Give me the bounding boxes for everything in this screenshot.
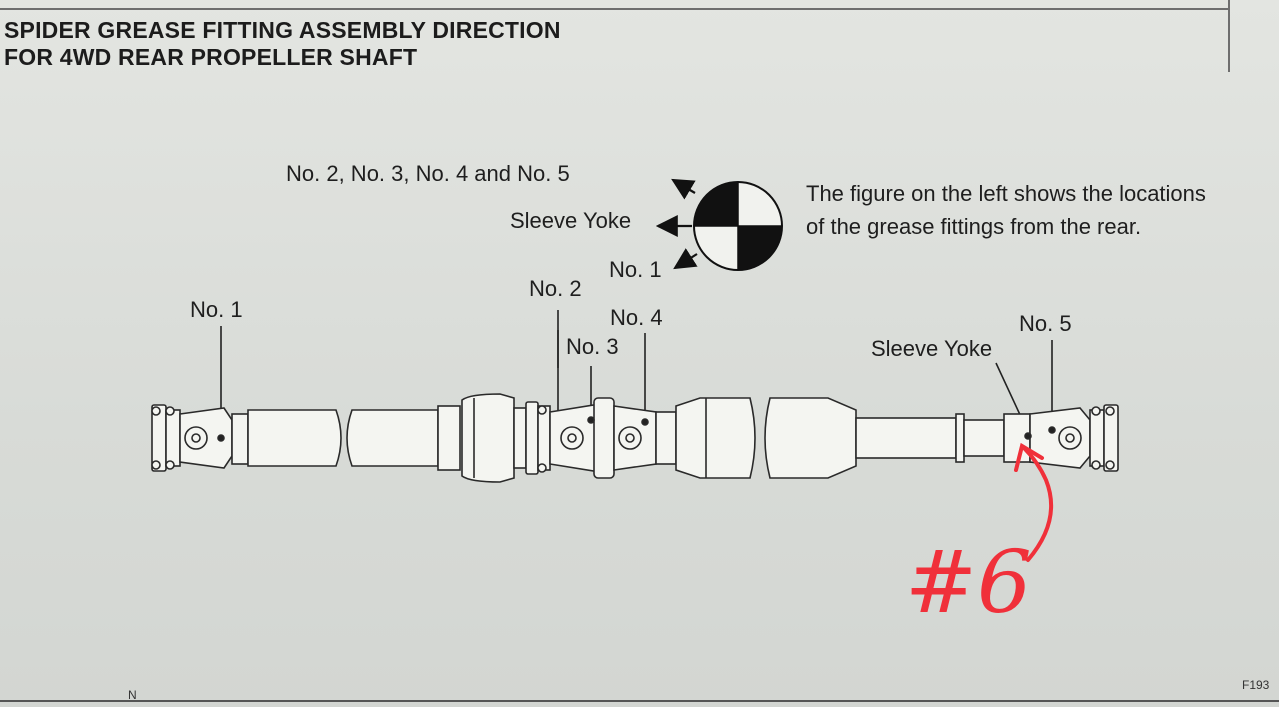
legend-no1-label: No. 1 [609,257,662,282]
frame-right-border [1228,0,1230,72]
propeller-shaft [151,393,1119,483]
title-line-2: FOR 4WD REAR PROPELLER SHAFT [4,44,418,70]
callout-no1: No. 1 [190,297,243,322]
frame-top-border [0,0,1230,10]
figure-code: F193 [1242,678,1270,692]
frame-bottom-border [0,700,1279,702]
callout-no3: No. 3 [566,334,619,359]
legend-sleeve-label: Sleeve Yoke [510,208,632,233]
note-line-2: of the grease fittings from the rear. [806,214,1142,239]
red-annotation-arrow [1014,442,1054,562]
callout-no4: No. 4 [610,305,663,330]
legend-arrows [655,178,698,270]
legend-top-label: No. 2, No. 3, No. 4 and No. 5 [286,161,570,186]
footer-left-mark: N [128,688,137,702]
callout-no5: No. 5 [1019,311,1072,336]
callout-sleeve-yoke: Sleeve Yoke [871,336,993,361]
orientation-legend-circle [693,181,783,271]
title-line-1: SPIDER GREASE FITTING ASSEMBLY DIRECTION [4,17,561,43]
red-annotation-text: #6 [905,533,1032,633]
callout-no2: No. 2 [529,276,582,301]
note-line-1: The figure on the left shows the locatio… [806,181,1206,206]
